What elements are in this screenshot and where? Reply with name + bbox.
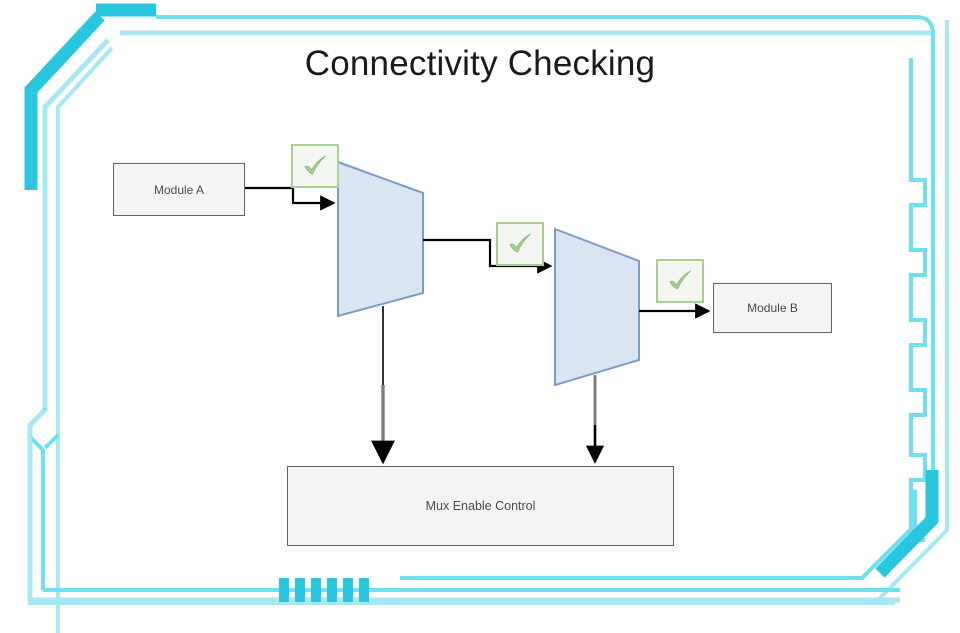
node-module-a-label: Module A (153, 182, 205, 197)
status-badge-check-2[interactable] (496, 222, 544, 266)
frame-pale-secondary-diagonal (56, 46, 114, 633)
node-module-b-label: Module B (747, 301, 798, 315)
frame-right-circuit-steps (909, 58, 927, 542)
frame-dash-2 (295, 578, 305, 602)
check-mark-icon (669, 270, 691, 290)
frame-bottomleft-inner-L (28, 435, 45, 590)
frame-dash-6 (359, 578, 369, 602)
frame-pale-topleft-diagonal (42, 38, 110, 195)
frame-dash-4 (327, 578, 337, 602)
node-module-b[interactable]: Module B (713, 283, 832, 333)
check-mark-icon (304, 155, 326, 175)
frame-bright-topright-corner (156, 15, 935, 150)
frame-bright-topleft-diagonal (24, 11, 105, 190)
node-module-a[interactable]: Module A (113, 163, 245, 216)
node-mux-enable-control[interactable]: Mux Enable Control (287, 466, 674, 546)
frame-bottomleft-notch-b (43, 433, 60, 450)
frame-dash-3 (311, 578, 321, 602)
frame-bottom-dashes (279, 578, 369, 602)
node-mux-enable-control-label: Mux Enable Control (425, 499, 536, 513)
status-badge-check-3[interactable] (656, 259, 704, 303)
frame-dash-1 (279, 578, 289, 602)
frame-pale-bottomright-outer (876, 455, 949, 602)
status-badge-check-1[interactable] (291, 144, 339, 188)
frame-bright-bottomright-diagonal (875, 470, 939, 578)
check-mark-icon (509, 233, 531, 253)
page-title: Connectivity Checking (304, 44, 656, 83)
frame-dash-5 (343, 578, 353, 602)
frame-pale-bottomright-diagonal (400, 490, 917, 580)
frame-bottom-outer-line (28, 437, 895, 605)
